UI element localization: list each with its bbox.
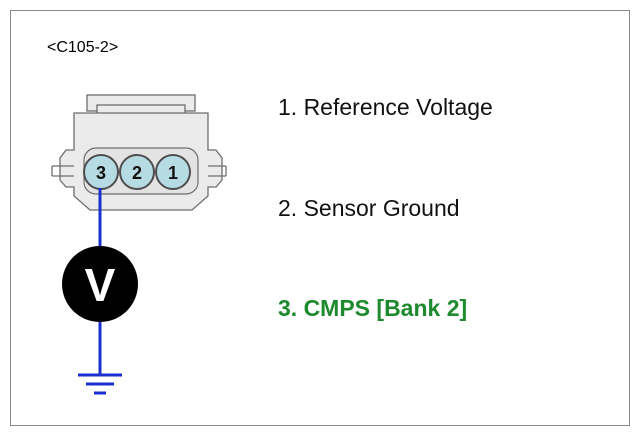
connector-pin-2: 2: [119, 154, 155, 190]
pin-number-3: 3: [96, 163, 106, 183]
pin-label-sensor-ground: 2. Sensor Ground: [278, 195, 460, 221]
connector-pin-1: 1: [155, 154, 191, 190]
pin-label-reference-voltage: 1. Reference Voltage: [278, 94, 493, 120]
pin-number-1: 1: [168, 163, 178, 183]
voltmeter-icon: V: [62, 246, 138, 322]
connector-housing: [51, 94, 227, 211]
voltmeter-symbol: V: [85, 259, 116, 311]
diagram-frame: [10, 10, 630, 426]
connector-id-label: <C105-2>: [47, 39, 119, 56]
pin-number-2: 2: [132, 163, 142, 183]
connector-pin-3: 3: [83, 154, 119, 190]
pin-label-cmps-bank-2: 3. CMPS [Bank 2]: [278, 295, 468, 321]
ground-icon: [78, 373, 122, 395]
